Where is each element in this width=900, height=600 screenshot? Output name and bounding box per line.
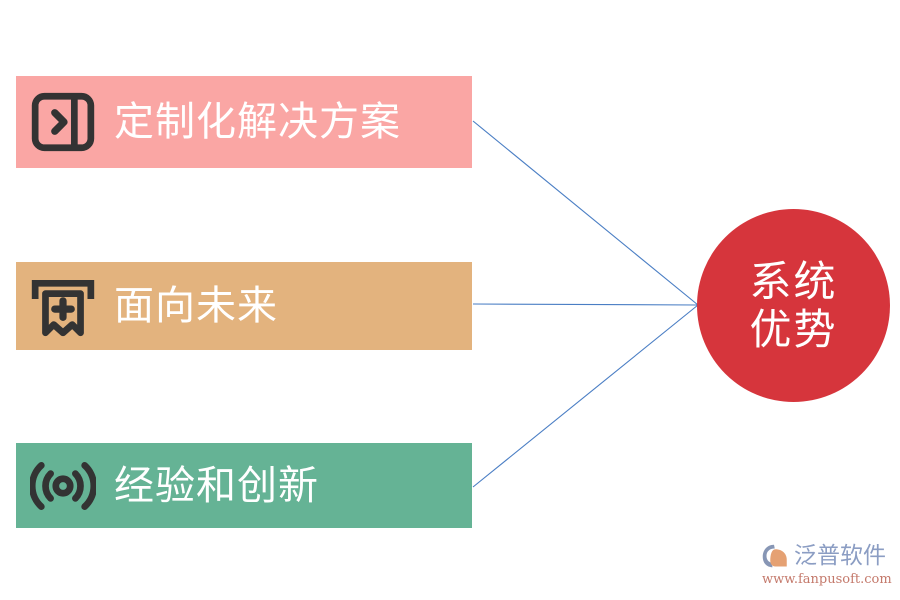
hub-text-line-2: 优势: [749, 304, 838, 354]
connector-line-experience-innovation: [472, 304, 699, 488]
feature-bar-customized-solution[interactable]: 定制化解决方案: [16, 76, 472, 168]
feature-bar-future-oriented[interactable]: 面向未来: [16, 262, 472, 350]
fanpu-logo-icon: [762, 544, 787, 568]
feature-label-future-oriented: 面向未来: [114, 283, 278, 329]
broadcast-signal-icon: [30, 461, 96, 510]
feature-label-experience-innovation: 经验和创新: [114, 462, 319, 509]
connector-line-customized-solution: [472, 120, 699, 306]
watermark-url: www.fanpusoft.com: [762, 572, 892, 587]
panel-chevron-icon: [31, 92, 95, 152]
receipt-plus-icon: [31, 279, 95, 337]
feature-label-customized-solution: 定制化解决方案: [114, 99, 401, 145]
watermark-logo: 泛普软件 www.fanpusoft.com: [762, 541, 894, 589]
system-advantages-hub[interactable]: 系统 优势: [697, 209, 890, 402]
watermark-brand-name: 泛普软件: [794, 542, 886, 569]
watermark-brand-row: 泛普软件: [762, 541, 894, 571]
connector-line-future-oriented: [472, 303, 699, 306]
feature-bar-experience-innovation[interactable]: 经验和创新: [16, 443, 472, 528]
hub-text-line-1: 系统: [749, 257, 838, 307]
